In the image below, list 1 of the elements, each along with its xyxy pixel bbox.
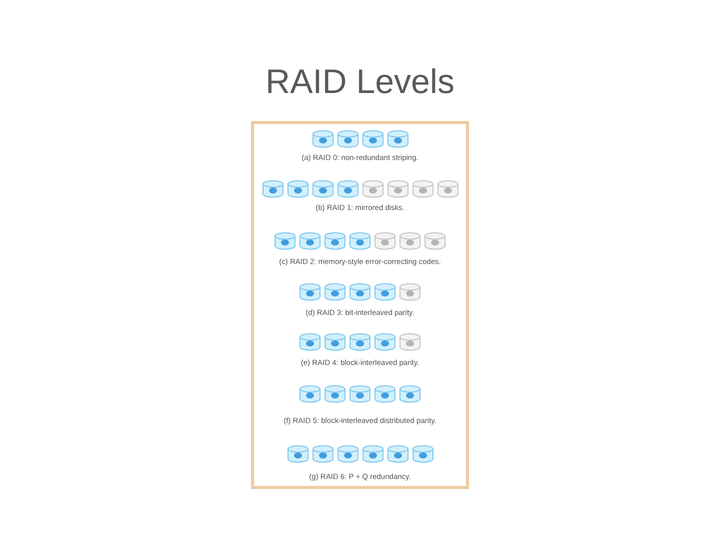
slide-title: RAID Levels — [264, 62, 456, 102]
